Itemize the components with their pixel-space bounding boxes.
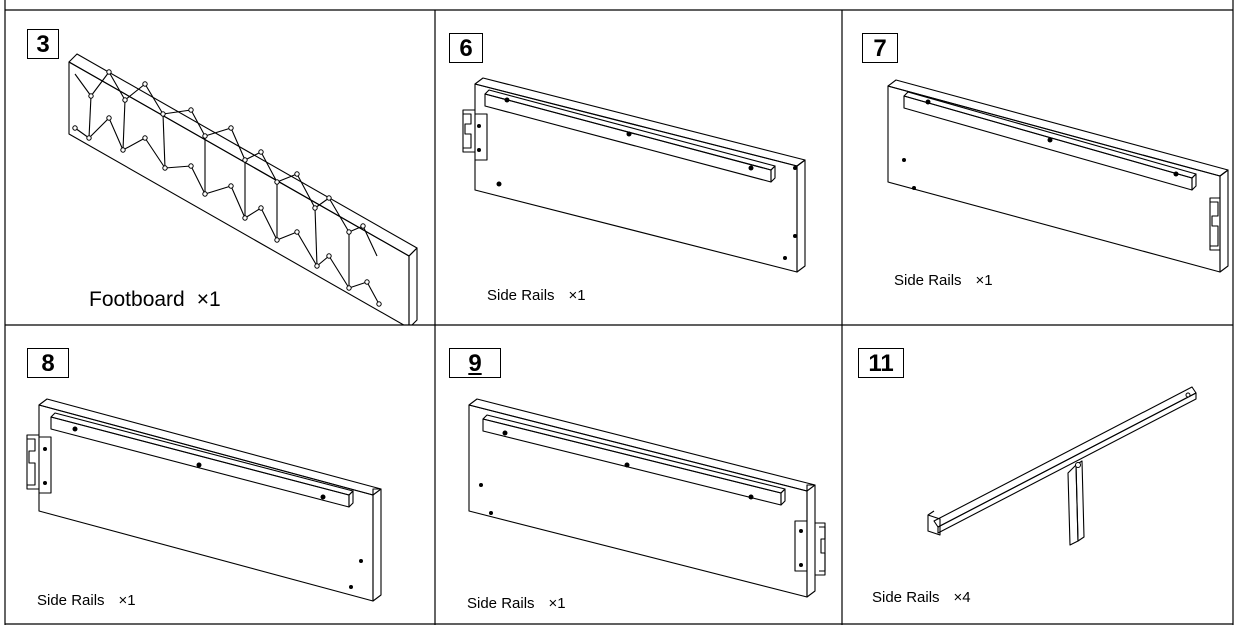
panel-side-rail-9: 9 Side Rails ×1 (435, 325, 842, 624)
side-rail-9-illustration (468, 398, 826, 598)
panel-footboard: 3 Footboard ×1 (5, 10, 435, 325)
panel-side-rail-8: 8 Side Rails ×1 (5, 325, 435, 624)
part-name: Side Rails (872, 589, 940, 606)
side-rail-7-illustration (887, 79, 1229, 273)
part-name: Side Rails (487, 287, 555, 304)
panel-side-rail-6: 6 Side Rails ×1 (435, 10, 842, 325)
panel-side-rail-11: 11 Side Rails ×4 (842, 325, 1233, 624)
part-name: Side Rails (894, 272, 962, 289)
part-label: Side Rails ×4 (872, 589, 971, 606)
part-number-badge: 11 (858, 348, 904, 378)
part-number-badge: 8 (27, 348, 69, 378)
part-quantity: ×1 (975, 272, 993, 289)
panel-side-rail-7: 7 Side Rails ×1 (842, 10, 1233, 325)
side-rail-6-illustration (462, 77, 806, 273)
part-number-badge: 6 (449, 33, 483, 63)
part-number-badge: 7 (862, 33, 898, 63)
part-name: Side Rails (37, 592, 105, 609)
part-label: Footboard ×1 (89, 288, 221, 312)
part-label: Side Rails ×1 (894, 272, 993, 289)
part-quantity: ×1 (196, 288, 221, 311)
part-number-badge: 3 (27, 29, 59, 59)
part-quantity: ×4 (953, 589, 971, 606)
part-name: Side Rails (467, 595, 535, 612)
part-number-badge: 9 (449, 348, 501, 378)
part-label: Side Rails ×1 (37, 592, 136, 609)
part-label: Side Rails ×1 (487, 287, 586, 304)
footboard-illustration (68, 53, 418, 325)
part-quantity: ×1 (548, 595, 566, 612)
part-label: Side Rails ×1 (467, 595, 566, 612)
part-quantity: ×1 (568, 287, 586, 304)
side-rail-8-illustration (26, 398, 382, 602)
side-rail-11-illustration (927, 386, 1197, 546)
part-quantity: ×1 (118, 592, 136, 609)
part-name: Footboard (89, 288, 185, 311)
